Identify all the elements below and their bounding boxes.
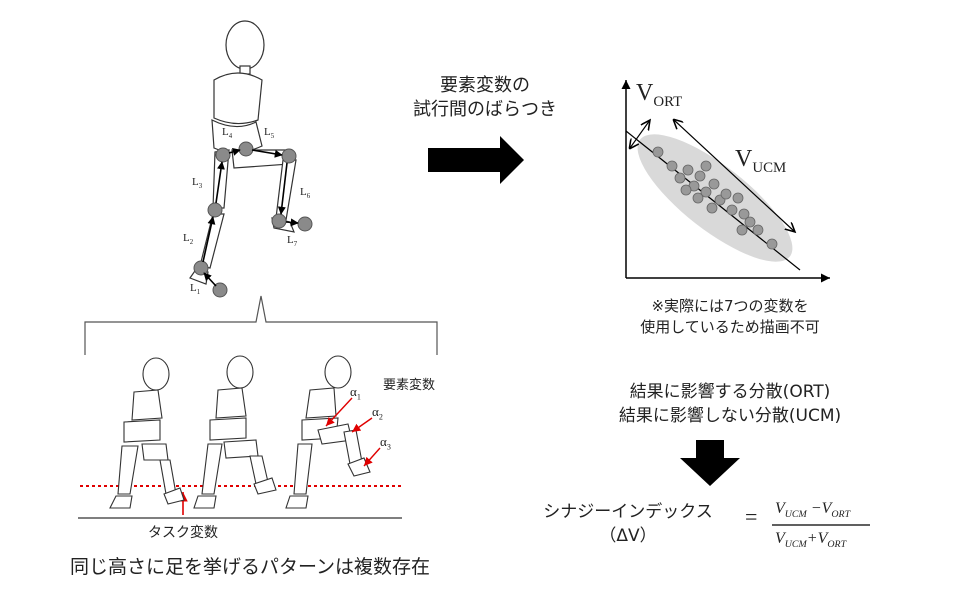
segment-label-l3: L3	[192, 176, 203, 191]
ucm-plot	[621, 80, 830, 283]
black-arrow-right	[428, 136, 524, 184]
task-variable-label: タスク変数	[148, 525, 218, 541]
formula-numerator: VUCM −VORT	[775, 500, 851, 521]
v-ucm-label: VUCM	[735, 146, 787, 176]
segment-label-l2: L2	[183, 232, 194, 247]
alpha2-label: α2	[372, 404, 383, 422]
formula-denominator: VUCM+VORT	[775, 530, 847, 551]
angle-arrows	[325, 397, 381, 467]
bottom-caption: 同じ高さに足を挙げるパターンは複数存在	[70, 556, 431, 578]
segment-label-l4: L4	[222, 126, 233, 141]
variability-label: 要素変数の試行間のばらつき	[413, 75, 557, 120]
segment-label-l6: L6	[300, 186, 311, 201]
segment-label-l1: L1	[190, 282, 201, 297]
variance-description: 結果に影響する分散(ORT)結果に影響しない分散(UCM)	[618, 382, 842, 426]
plot-note: ※実際には7つの変数を使用しているため描画不可	[640, 297, 820, 336]
brace	[84, 295, 438, 355]
scatter-points	[652, 146, 778, 250]
segment-arrows	[202, 148, 299, 287]
alpha3-label: α3	[380, 434, 391, 452]
alpha1-label: α1	[350, 384, 361, 402]
black-arrow-down	[680, 440, 740, 486]
segment-label-l7: L7	[287, 234, 298, 249]
element-variables-label: 要素変数	[383, 378, 436, 393]
synergy-index-label: シナジーインデックス（ΔV）	[543, 502, 713, 546]
segment-label-l5: L5	[264, 126, 275, 141]
joint-markers	[193, 141, 313, 298]
equals-sign: =	[745, 504, 758, 529]
v-ort-label: VORT	[636, 80, 683, 110]
